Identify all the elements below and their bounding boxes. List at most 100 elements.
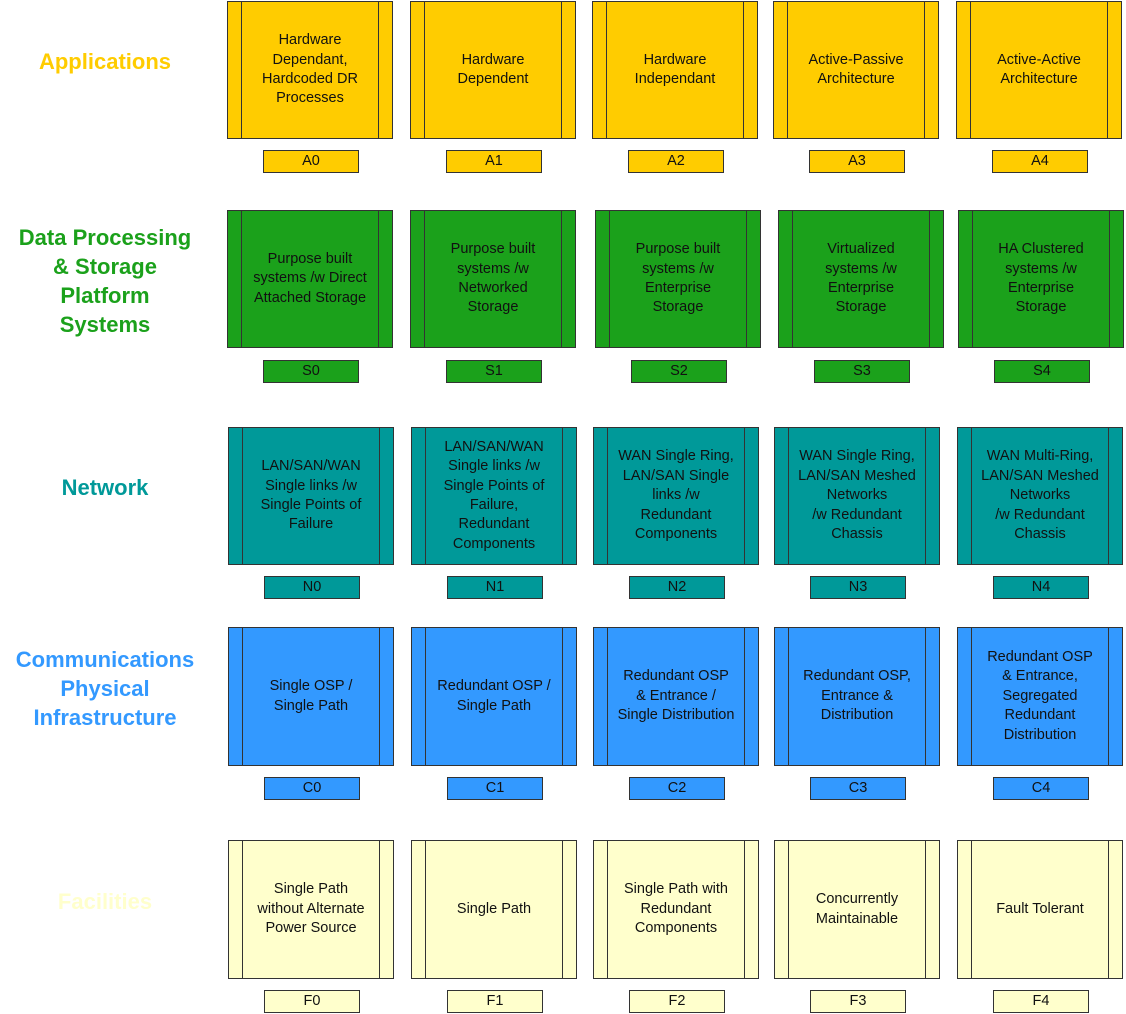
tier-box-f1: Single Path [411,840,577,979]
tier-box-line: Enterprise [1007,280,1075,296]
tier-box-line: links /w [652,487,700,504]
tier-box-line: Storage [835,299,887,316]
tier-box-line: & Entrance, [1002,668,1078,685]
tier-box-line: Distribution [820,707,894,724]
tier-box-line: Single Path with [624,881,728,898]
tier-box-line: systems /w [457,260,529,277]
tier-code-n3: N3 [810,576,906,599]
tier-box-line: LAN/SAN/WAN [444,438,544,455]
tier-box-line: Power Source [265,920,357,937]
tier-box-line: systems /w Direct [253,270,367,287]
tier-code-s0: S0 [263,360,359,383]
tier-box-line: Storage [652,299,704,316]
tier-box-text: Redundant OSP& Entrance /Single Distribu… [609,667,743,725]
row-title-line: Communications [15,646,195,672]
tier-box-line: Components [452,535,536,552]
tier-code-a4: A4 [992,150,1088,173]
tier-box-line: Components [634,526,718,543]
tier-box-line: Redundant [458,516,530,533]
tier-box-line: Purpose built [450,241,536,258]
row-title-line: Data Processing [18,225,192,250]
tier-box-line: Components [634,920,718,937]
tier-box-line: Virtualized [827,241,895,258]
tier-code-a0: A0 [263,150,359,173]
row-title-facilities: Facilities [0,887,210,916]
tier-box-line: Maintainable [815,910,899,927]
tier-box-line: systems /w [825,260,897,277]
tier-box-line: & Entrance / [636,687,716,704]
tier-code-n4: N4 [993,576,1089,599]
tier-code-f1: F1 [447,990,543,1013]
tier-box-line: Failure, [469,497,519,513]
tier-box-f4: Fault Tolerant [957,840,1123,979]
tier-box-line: Segregated [1002,687,1078,704]
tier-code-n1: N1 [447,576,543,599]
tier-code-a1: A1 [446,150,542,173]
tier-box-c2: Redundant OSP& Entrance /Single Distribu… [593,627,759,766]
tier-box-line: Failure [288,516,334,533]
tier-box-text: Redundant OSP /Single Path [427,677,561,716]
tier-box-line: LAN/SAN Single [622,467,730,484]
tier-box-line: Purpose built [267,250,353,267]
tier-box-line: Chassis [831,526,883,543]
tier-box-line: Single Path [273,881,349,898]
tier-box-line: Networks [1009,487,1071,504]
row-title-line: Facilities [57,888,153,914]
tier-box-line: Storage [1015,299,1067,316]
tier-code-s3: S3 [814,360,910,383]
tier-box-line: systems /w [642,260,714,277]
tier-box-text: Redundant OSP, Entrance & Distribution [790,667,924,725]
tier-box-line: Hardware [643,51,707,68]
tier-box-line: Redundant OSP [987,648,1093,665]
tier-box-line: Architecture [1000,71,1078,87]
row-title-line: Applications [38,48,171,74]
tier-box-line: Purpose built [635,241,721,258]
tier-box-c3: Redundant OSP, Entrance & Distribution [774,627,940,766]
tier-box-line: Single Path [456,900,532,917]
row-title-line: Platform [60,283,150,308]
tier-code-c3: C3 [810,777,906,800]
tier-code-c4: C4 [993,777,1089,800]
tier-box-line: /w Redundant [812,506,902,523]
tier-box-line: /w Redundant [995,506,1085,523]
row-title-line: & Storage [53,254,157,279]
tier-box-line: LAN/SAN Meshed [981,467,1099,484]
tier-box-line: Entrance & [821,687,893,704]
tier-box-line: Chassis [1014,526,1066,543]
tier-box-line: systems /w [1005,260,1077,277]
tier-box-line: Redundant OSP, [803,668,911,685]
tier-box-line: Single Path [456,697,532,714]
tier-box-line: Single Path [273,697,349,714]
tier-box-line: Hardcoded DR [262,71,358,87]
tier-box-text: Fault Tolerant [973,900,1107,919]
tier-box-line: Dependant, [272,51,348,68]
